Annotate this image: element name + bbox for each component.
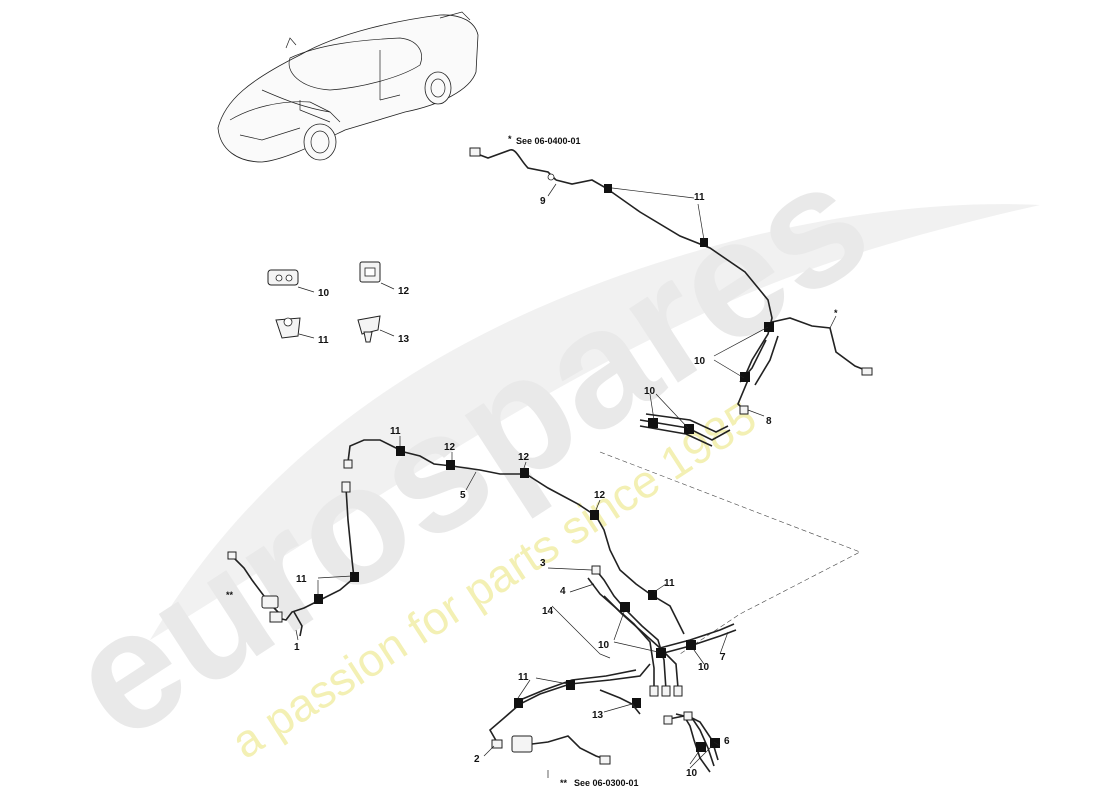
loose-parts: 10 12 11 13 xyxy=(267,261,410,346)
callout-14: 14 xyxy=(542,606,554,617)
main-brake-pipe-5: 11 12 12 12 11 5 xyxy=(343,426,685,635)
callout-4: 4 xyxy=(560,586,566,597)
lower-pipe-cluster: 3 4 14 10 10 7 xyxy=(540,558,737,697)
callout-10-upper: 10 xyxy=(694,356,706,367)
callout-6: 6 xyxy=(724,736,730,747)
callout-5: 5 xyxy=(460,490,466,501)
star-see-0400: * xyxy=(508,134,512,144)
reference-see-06-0400-01: See 06-0400-01 xyxy=(516,136,581,146)
star-see-0300: ** xyxy=(560,778,568,788)
callout-10-lower-a: 10 xyxy=(598,640,610,651)
upper-brake-pipe: * See 06-0400-01 9 11 10 xyxy=(469,134,873,447)
brake-pipe-1: 11 1 ** xyxy=(226,481,359,653)
brake-pipe-2: ** See 06-0300-01 11 13 2 xyxy=(474,663,651,788)
star-single: * xyxy=(834,308,838,318)
callout-11-pipe1: 11 xyxy=(296,574,307,585)
car-thumbnail xyxy=(217,11,479,163)
callout-10-middle: 10 xyxy=(644,386,656,397)
callout-7: 7 xyxy=(720,652,726,663)
clip-part-10: 10 xyxy=(267,269,330,299)
callout-10-bottom: 10 xyxy=(686,768,698,779)
callout-10-lower-b: 10 xyxy=(698,662,710,673)
callout-11-pipe5-b: 11 xyxy=(664,578,675,589)
clip-part-11: 11 xyxy=(275,317,329,346)
callout-12-pipe5-b: 12 xyxy=(518,452,530,463)
reference-see-06-0300-01: See 06-0300-01 xyxy=(574,778,639,788)
star-double-left: ** xyxy=(226,590,234,600)
callout-3: 3 xyxy=(540,558,546,569)
callout-12-pipe5-a: 12 xyxy=(444,442,456,453)
watermark: eurospares a passion for parts since 198… xyxy=(37,124,1040,775)
callout-8: 8 xyxy=(766,416,772,427)
watermark-swoosh xyxy=(150,204,1040,640)
callout-12-pipe5-c: 12 xyxy=(594,490,606,501)
callout-10-part: 10 xyxy=(318,288,330,299)
watermark-brand: eurospares xyxy=(37,124,899,775)
callout-11-pipe5-a: 11 xyxy=(390,426,401,437)
callout-9: 9 xyxy=(540,196,546,207)
callout-11-part: 11 xyxy=(318,335,329,346)
callout-1: 1 xyxy=(294,642,300,653)
callout-13-pipe2: 13 xyxy=(592,710,604,721)
brake-pipe-6-group: 10 6 xyxy=(663,711,730,779)
clip-part-13: 13 xyxy=(357,315,410,345)
callout-13-part: 13 xyxy=(398,334,410,345)
callout-11-upper: 11 xyxy=(694,192,705,203)
callout-11-pipe2: 11 xyxy=(518,672,529,683)
callout-2: 2 xyxy=(474,754,480,765)
clip-part-12: 12 xyxy=(359,261,410,297)
callout-12-part: 12 xyxy=(398,286,410,297)
